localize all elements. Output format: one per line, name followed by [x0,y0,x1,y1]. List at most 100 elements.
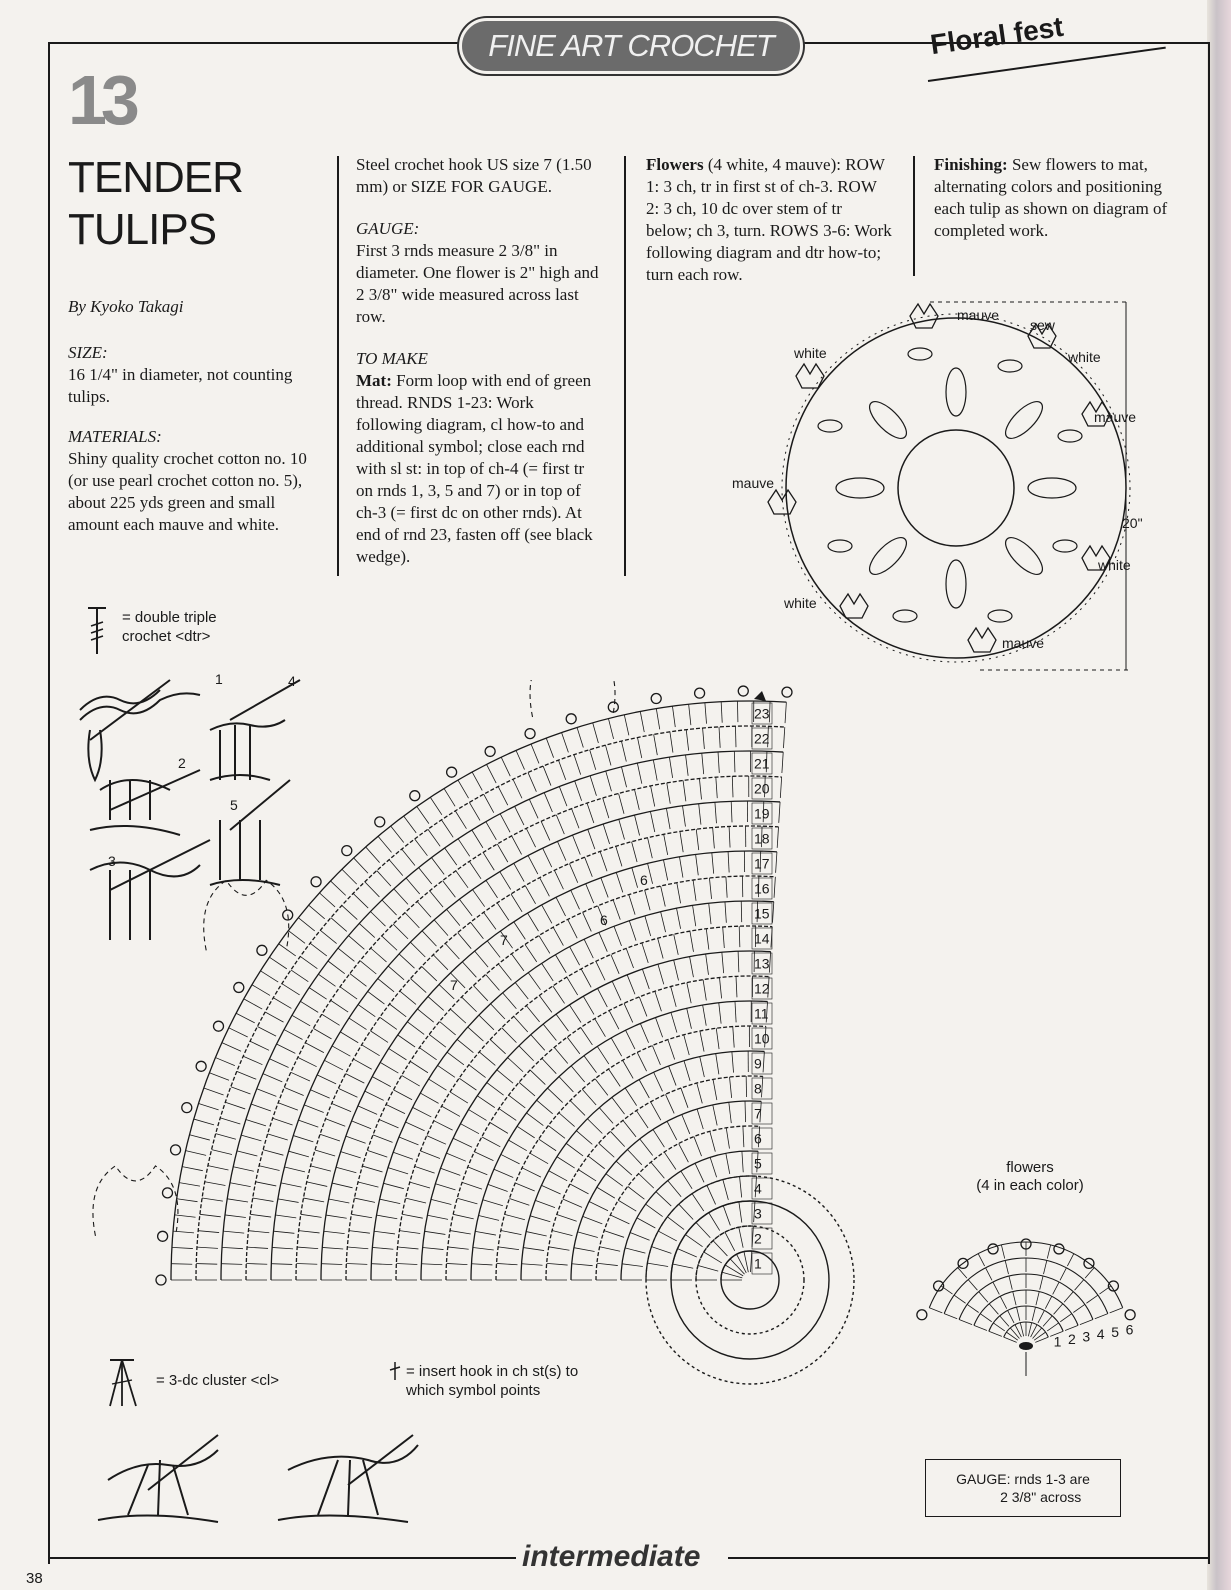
stitch-mark [706,929,709,950]
flower-stitch [967,1304,978,1312]
stitch-mark [498,1247,519,1250]
dtr-legend: = double triple crochet <dtr> [122,608,262,646]
stitch-mark [434,920,448,936]
stitch-mark [705,703,707,724]
tulip-placement-outline [93,1166,178,1236]
stitch-mark [738,951,739,972]
stitch-mark [459,1078,476,1090]
stitch-mark [502,1028,517,1043]
stitch-mark [410,942,425,957]
stitch-mark [349,1231,370,1234]
stitch-mark [433,955,448,970]
stitch-mark [658,1231,677,1241]
stitch-mark [546,738,553,758]
stitch-mark [398,1247,419,1249]
stitch-mark [315,1150,335,1156]
stitch-mark [698,1265,718,1271]
stitch-mark [377,871,391,887]
stitch-mark [709,1213,720,1231]
stitch-mark [585,857,593,877]
stitch-mark [380,1017,397,1029]
flower-stitch [1036,1292,1039,1306]
stitch-mark [399,1231,420,1234]
stitch-mark [684,1035,689,1055]
stitch-mark [677,883,681,904]
cluster-howto-illustration [88,1430,428,1540]
stitch-mark [459,899,472,916]
stitch-mark [329,1199,350,1203]
picot-loop [257,945,267,955]
stitch-mark [313,1028,331,1038]
stitch-mark [526,828,535,847]
stitch-mark [726,1153,730,1174]
stitch-mark [606,1174,623,1186]
stitch-mark [447,909,460,925]
stitch-mark [215,1058,234,1066]
stitch-mark [282,984,300,995]
flower-stitch [1047,1323,1058,1331]
stitch-mark [530,1153,548,1163]
stitch-mark [665,1094,674,1113]
magazine-title: FINE ART CROCHET [488,28,773,64]
stitch-mark [677,1249,696,1257]
stitch-mark [745,1101,746,1122]
round-arc [421,951,771,1280]
stitch-mark [199,1103,219,1109]
stitch-mark [384,1183,404,1188]
stitch-mark [531,1035,545,1051]
stitch-mark [268,1134,288,1140]
mini-label-mauve-top: mauve [957,307,999,323]
gauge-heading: GAUGE: [356,218,604,240]
stitch-mark [410,1061,428,1072]
stitch-mark [647,1263,668,1266]
flower-stitch [978,1254,984,1266]
stitch-mark [470,922,483,939]
stitch-mark [574,1248,595,1252]
stitch-mark [324,1060,343,1070]
stitch-mark [528,913,539,931]
flower-stitch [1086,1295,1097,1303]
stitch-mark [530,1216,550,1222]
round-arc [246,776,782,1280]
stitch-mark [709,878,711,899]
stitch-mark [393,1152,413,1159]
flower-stitch-chart: 123456 [906,1196,1156,1416]
stitch-mark [446,1263,467,1264]
stitch-mark [243,1056,262,1064]
picot-loop [156,1275,166,1285]
stitch-mark [530,1070,545,1085]
stitch-mark [386,1105,405,1114]
picot-loop [162,1188,172,1198]
column-4: Finishing: Sew flowers to mat, alternati… [934,154,1182,254]
stitch-mark [179,1183,200,1187]
stitch-mark [661,886,666,906]
stitch-mark [216,1134,236,1140]
column-1: By Kyoko Takagi SIZE: 16 1/4" in diamete… [68,296,316,548]
stitch-mark [186,1151,206,1156]
stitch-mark [590,750,596,770]
stitch-mark [222,1043,241,1052]
column-divider-1 [337,156,339,576]
stitch-mark [429,1034,446,1047]
stitch-mark [734,751,735,772]
stitch-mark [557,1157,575,1168]
stitch-mark [664,1152,676,1169]
stitch-mark [671,987,676,1007]
stitch-mark [456,871,468,888]
flower-stitch [1033,1328,1042,1339]
stitch-mark [537,1100,553,1114]
stitch-mark [172,1247,193,1248]
stitch-mark [402,1075,420,1086]
stitch-mark [498,787,508,806]
round-number-label: 12 [754,981,770,997]
stitch-mark [526,1006,539,1022]
stitch-mark [609,1011,619,1030]
stitch-mark [251,1104,271,1111]
flower-stitch [989,1331,1002,1336]
stitch-mark [687,1008,692,1028]
picot-loop [158,1231,168,1241]
stitch-mark [382,936,397,950]
stitch-mark [645,890,650,910]
stitch-mark [544,793,552,812]
stitch-mark [307,1182,328,1187]
